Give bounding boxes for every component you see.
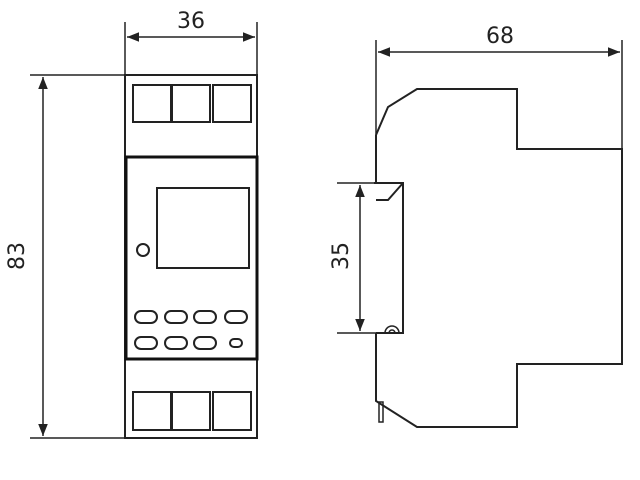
button [193,336,217,350]
dimension-width: 36 [124,9,258,75]
side-housing [375,88,623,428]
terminal [171,84,211,123]
rail-label: 35 [329,242,354,270]
front-view [124,74,259,439]
depth-label: 68 [486,24,514,49]
button [224,310,248,324]
terminal [171,391,211,431]
small-button [229,338,243,348]
clip-spring [384,325,400,334]
release-pin [378,401,384,423]
terminal [212,84,252,123]
button [134,310,158,324]
buttons [134,310,248,350]
top-terminals [132,84,252,123]
button [164,310,188,324]
front-panel [124,155,259,361]
dimension-depth: 68 [375,24,623,149]
dimension-height: 83 [5,74,125,439]
terminal [132,391,172,431]
terminal [132,84,172,123]
button [193,310,217,324]
display [156,187,250,269]
led-indicator [136,243,150,257]
button [164,336,188,350]
bottom-terminals [132,391,252,431]
height-label: 83 [5,242,30,270]
terminal [212,391,252,431]
width-label: 36 [177,9,205,34]
dimension-rail: 35 [329,182,376,334]
rail-clip [374,182,404,334]
button [134,336,158,350]
side-view [374,88,623,428]
